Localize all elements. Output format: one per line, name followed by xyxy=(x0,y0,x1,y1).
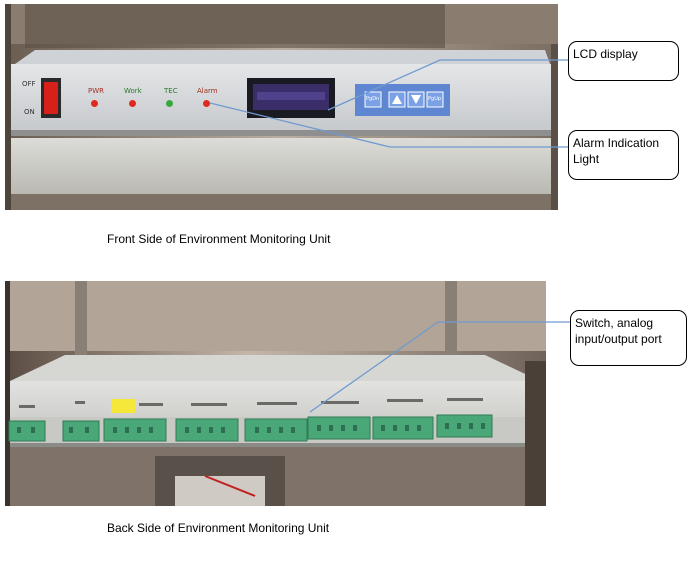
alarm-light-callout: Alarm Indication Light xyxy=(568,130,679,180)
pgdn-button[interactable]: PgDn xyxy=(366,96,380,102)
back-callout-line xyxy=(309,321,570,413)
tec-led-icon xyxy=(166,100,173,107)
ports-callout: Switch, analog input/output port xyxy=(570,310,687,366)
alarm-label: Alarm xyxy=(197,87,218,95)
pwr-label: PWR xyxy=(88,87,105,95)
front-callout-lines xyxy=(209,59,568,148)
back-photo xyxy=(5,281,546,506)
work-label: Work xyxy=(124,87,142,95)
pwr-led-icon xyxy=(91,100,98,107)
tec-label: TEC xyxy=(164,87,178,95)
back-caption: Back Side of Environment Monitoring Unit xyxy=(107,521,330,535)
on-label: ON xyxy=(24,108,35,116)
lcd-display-callout: LCD display xyxy=(568,41,679,81)
pgup-button[interactable]: PgUp xyxy=(428,96,442,102)
alarm-led-icon xyxy=(203,100,210,107)
off-label: OFF xyxy=(22,80,36,88)
front-caption: Front Side of Environment Monitoring Uni… xyxy=(107,232,331,246)
work-led-icon xyxy=(129,100,136,107)
